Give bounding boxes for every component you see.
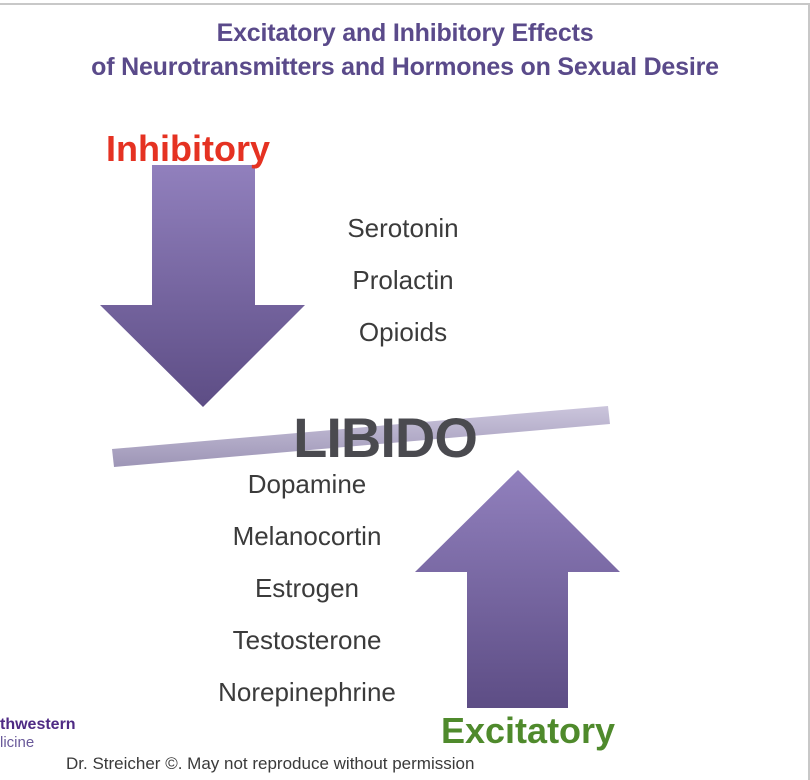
logo-line-2: licine <box>0 734 35 751</box>
excitatory-label: Excitatory <box>441 710 616 751</box>
list-item: Prolactin <box>352 265 454 295</box>
list-item: Serotonin <box>347 213 459 243</box>
balance-bar <box>112 406 610 467</box>
excitatory-up-arrow <box>415 470 620 708</box>
inhibitory-list: Serotonin Prolactin Opioids <box>300 202 506 358</box>
list-item: Melanocortin <box>232 521 382 551</box>
list-item: Dopamine <box>247 469 367 499</box>
list-item: Opioids <box>358 317 448 347</box>
slide-title: Excitatory and Inhibitory Effects of Neu… <box>0 16 810 84</box>
title-line-1: Excitatory and Inhibitory Effects <box>216 19 594 47</box>
institution-logo: thwestern licine <box>0 716 76 752</box>
excitatory-list: Dopamine Melanocortin Estrogen Testoster… <box>186 458 428 718</box>
list-item: Testosterone <box>232 625 382 655</box>
libido-label: LIBIDO <box>293 406 478 469</box>
title-line-2: of Neurotransmitters and Hormones on Sex… <box>91 53 719 81</box>
logo-line-1: thwestern <box>0 716 76 733</box>
copyright-footer: Dr. Streicher ©. May not reproduce witho… <box>66 754 475 773</box>
list-item: Norepinephrine <box>218 677 396 707</box>
right-border <box>808 3 810 780</box>
list-item: Estrogen <box>254 573 360 603</box>
inhibitory-down-arrow <box>100 165 305 407</box>
top-border <box>0 3 810 5</box>
inhibitory-label: Inhibitory <box>106 128 270 169</box>
